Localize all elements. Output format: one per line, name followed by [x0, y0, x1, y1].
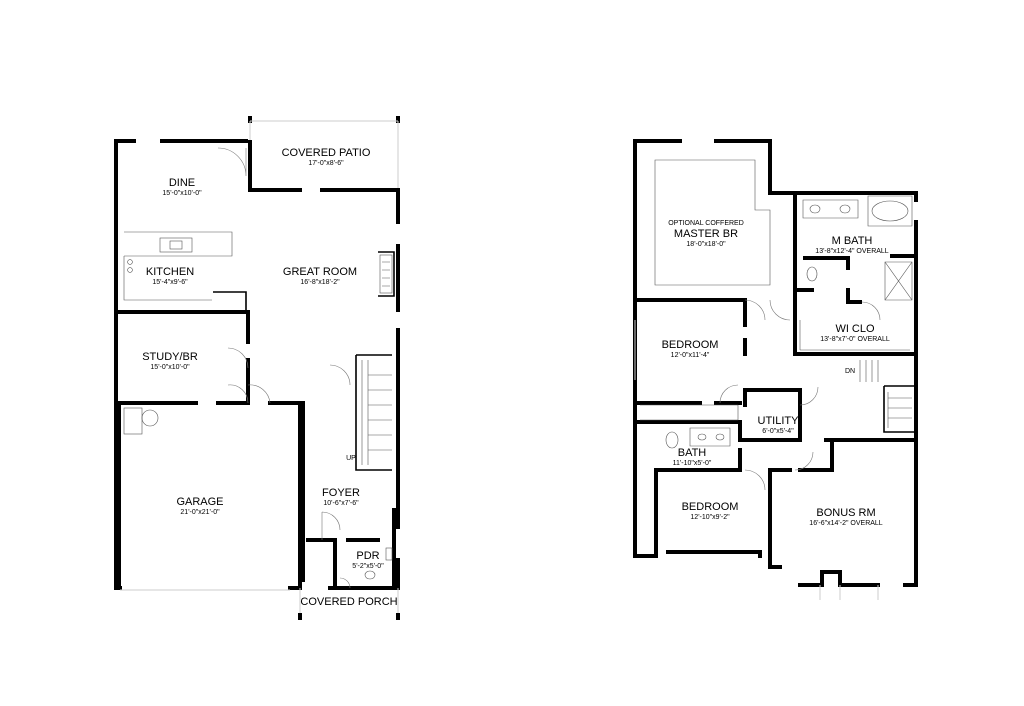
bonus-rm-name: BONUS RM: [816, 507, 875, 519]
dine-room: DINE 15'-0"x10'-0": [162, 177, 202, 197]
wi-clo-dims: 13'-8"x7'-0" OVERALL: [820, 336, 890, 343]
pdr-room: PDR 5'-2"x5'-0": [352, 550, 384, 570]
master-br-note: OPTIONAL COFFERED: [668, 220, 744, 227]
garage-name: GARAGE: [176, 496, 223, 508]
covered-patio-name: COVERED PATIO: [282, 147, 371, 159]
stair-dn-label: DN: [845, 368, 855, 375]
master-br-dims: 18'-0"x18'-0": [686, 241, 726, 248]
master-br-name: MASTER BR: [674, 228, 738, 240]
m-bath-dims: 13'-8"x12'-4" OVERALL: [815, 248, 889, 255]
foyer-dims: 10'-6"x7'-6": [323, 500, 359, 507]
wi-clo-room: WI CLO 13'-8"x7'-0" OVERALL: [820, 323, 890, 343]
bath-dims: 11'-10"x5'-0": [673, 460, 712, 467]
kitchen-dims: 15'-4"x9'-6": [152, 279, 188, 286]
second-floor-fixtures: [634, 159, 913, 600]
kitchen-room: KITCHEN 15'-4"x9'-6": [146, 266, 194, 286]
study-room: STUDY/BR 15'-0"x10'-0": [142, 351, 198, 371]
m-bath-room: M BATH 13'-8"x12'-4" OVERALL: [815, 235, 889, 255]
bath-room: BATH 11'-10"x5'-0": [673, 447, 712, 467]
wi-clo-name: WI CLO: [835, 323, 875, 335]
utility-dims: 6'-0"x5'-4": [762, 428, 794, 435]
bonus-rm-dims: 16'-6"x14'-2" OVERALL: [809, 520, 883, 527]
dine-name: DINE: [169, 177, 195, 189]
covered-porch-name: COVERED PORCH: [300, 596, 397, 608]
utility-room: UTILITY 6'-0"x5'-4": [758, 415, 800, 435]
great-room-dims: 16'-8"x18'-2": [300, 279, 340, 286]
stair-up-label: UP: [346, 455, 356, 462]
second-floor-walls: [633, 139, 918, 587]
pdr-dims: 5'-2"x5'-0": [352, 563, 384, 570]
dine-dims: 15'-0"x10'-0": [162, 190, 202, 197]
covered-patio-dims: 17'-0"x8'-6": [308, 160, 344, 167]
utility-name: UTILITY: [758, 415, 800, 427]
foyer-room: FOYER 10'-6"x7'-6": [322, 487, 360, 507]
m-bath-name: M BATH: [832, 235, 873, 247]
master-br-room: OPTIONAL COFFERED MASTER BR 18'-0"x18'-0…: [668, 220, 744, 248]
bedroom-2-room: BEDROOM 12'-10"x9'-2": [682, 501, 739, 521]
bedroom-1-name: BEDROOM: [662, 339, 719, 351]
covered-patio-room: COVERED PATIO 17'-0"x8'-6": [282, 147, 371, 167]
garage-dims: 21'-0"x21'-0": [180, 509, 220, 516]
bedroom-2-name: BEDROOM: [682, 501, 739, 513]
bedroom-1-dims: 12'-0"x11'-4": [671, 352, 710, 359]
bedroom-2-dims: 12'-10"x9'-2": [690, 514, 730, 521]
first-floor-plan: COVERED PATIO 17'-0"x8'-6" DINE 15'-0"x1…: [114, 116, 400, 620]
pdr-name: PDR: [356, 550, 379, 562]
first-floor-walls: [114, 116, 400, 590]
bedroom-1-room: BEDROOM 12'-0"x11'-4": [662, 339, 719, 359]
second-floor-plan: OPTIONAL COFFERED MASTER BR 18'-0"x18'-0…: [633, 139, 918, 600]
foyer-name: FOYER: [322, 487, 360, 499]
garage-room: GARAGE 21'-0"x21'-0": [176, 496, 223, 516]
great-room-name: GREAT ROOM: [283, 266, 357, 278]
first-floor-fixtures: [120, 147, 400, 620]
bath-name: BATH: [678, 447, 707, 459]
study-name: STUDY/BR: [142, 351, 198, 363]
study-dims: 15'-0"x10'-0": [150, 364, 190, 371]
great-room: GREAT ROOM 16'-8"x18'-2": [283, 266, 357, 286]
bonus-rm-room: BONUS RM 16'-6"x14'-2" OVERALL: [809, 507, 883, 527]
kitchen-name: KITCHEN: [146, 266, 194, 278]
